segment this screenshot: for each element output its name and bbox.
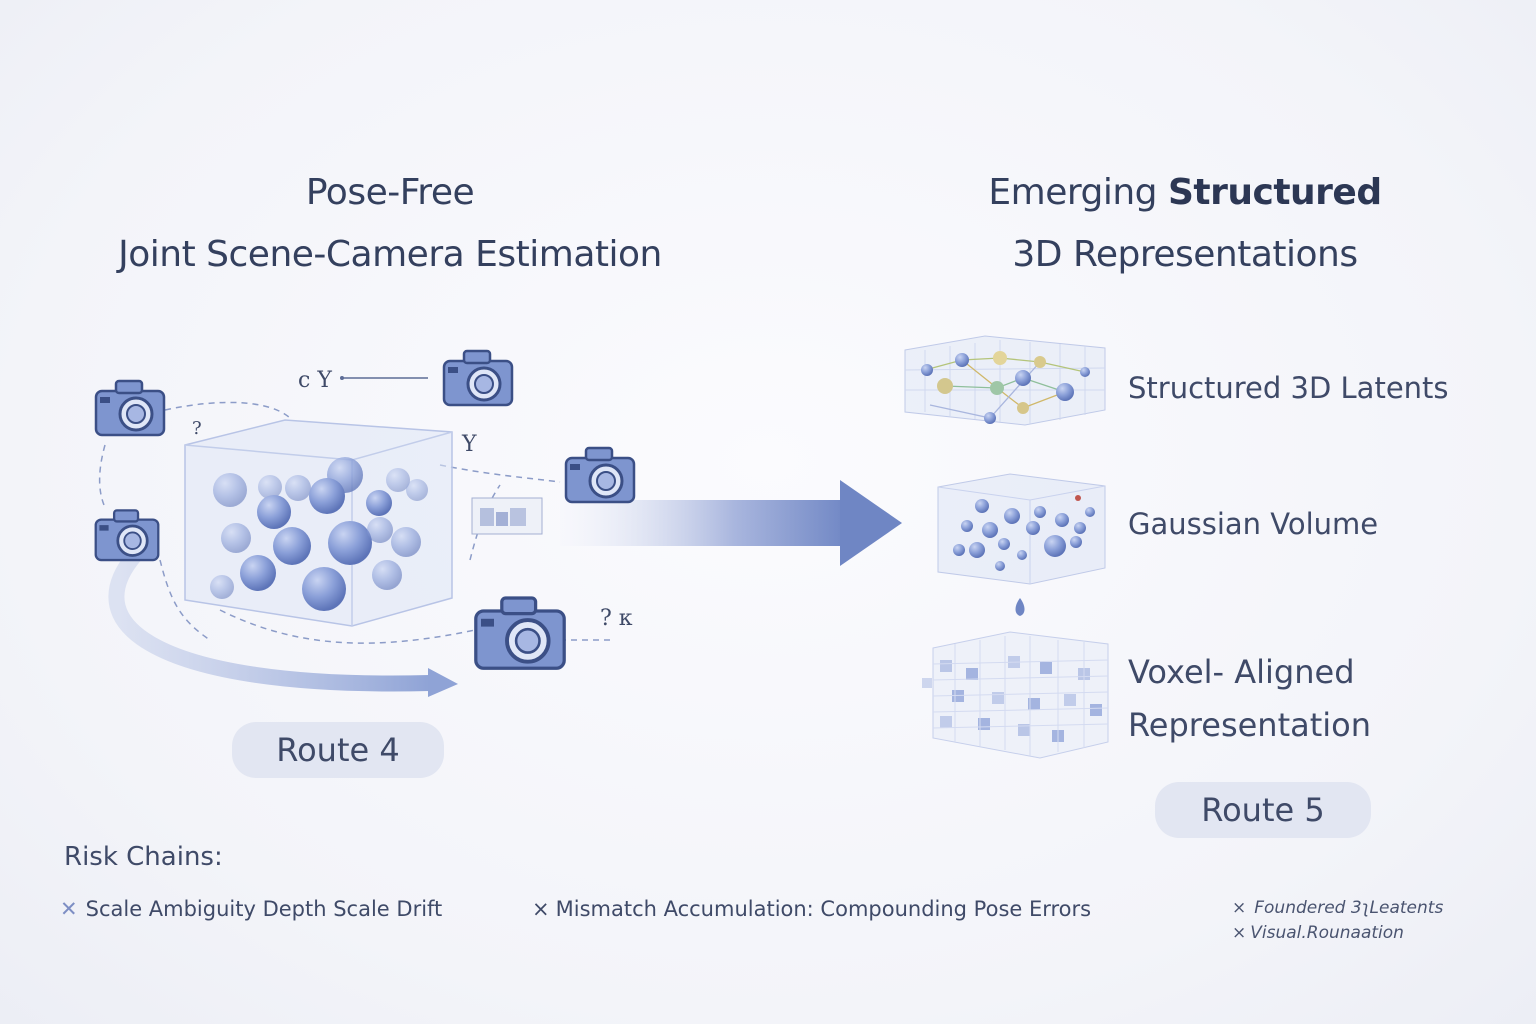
rep-label-voxel: Voxel- Aligned Representation <box>1128 646 1371 752</box>
route-5-pill: Route 5 <box>1155 782 1371 838</box>
camera-icon <box>94 509 160 562</box>
risk-marker-icon: × <box>1232 923 1247 943</box>
minor-risk-item: × Foundered 3ʅLeatents <box>1232 898 1443 918</box>
voxel-grid-icon <box>922 631 1109 759</box>
latent-graph-icon <box>904 335 1106 426</box>
risk-item: ✕ Scale Ambiguity Depth Scale Drift <box>60 897 442 921</box>
right-title-line2: 3D Representations <box>1012 234 1358 275</box>
curved-flow-arrow <box>108 532 438 692</box>
camera-icon <box>442 349 514 407</box>
glyph-question-right: ? κ <box>600 606 633 631</box>
scene-spheres <box>210 457 428 611</box>
rep-label-voxel-line1: Voxel- Aligned <box>1128 653 1355 691</box>
glyph-top: c Y <box>298 368 332 393</box>
glyph-question-left: ? <box>192 418 202 439</box>
minor-risk-text: Foundered 3ʅLeatents <box>1254 898 1444 918</box>
risk-item-text: Scale Ambiguity Depth Scale Drift <box>85 897 443 921</box>
camera-links <box>98 401 615 644</box>
left-title-line2: Joint Scene-Camera Estimation <box>118 234 662 275</box>
rep-label-gaussian: Gaussian Volume <box>1128 507 1379 541</box>
gaussian-volume-icon <box>937 473 1106 616</box>
risk-chains-heading: Risk Chains: <box>64 842 223 872</box>
risk-marker-icon: × <box>532 897 550 921</box>
minor-risk-item: ×Visual.Rounaation <box>1232 923 1404 943</box>
minor-risk-text: Visual.Rounaation <box>1250 923 1404 943</box>
risk-item: ×Mismatch Accumulation: Compounding Pose… <box>532 897 1091 921</box>
right-title-line1: Emerging Structured <box>920 162 1450 224</box>
right-title-regular: Emerging <box>988 172 1158 213</box>
left-title-line1: Pose-Free <box>305 172 475 213</box>
risk-marker-icon: ✕ <box>60 897 78 921</box>
left-panel-title: Pose-Free Joint Scene-Camera Estimation <box>60 162 720 286</box>
right-panel-title: Emerging Structured 3D Representations <box>920 162 1450 286</box>
camera-icon <box>473 596 567 671</box>
right-title-bold: Structured <box>1167 172 1382 213</box>
main-transition-arrow <box>560 480 902 566</box>
risk-item-text: Mismatch Accumulation: Compounding Pose … <box>555 897 1092 921</box>
camera-icon <box>94 379 166 437</box>
rep-label-voxel-line2: Representation <box>1128 706 1372 744</box>
risk-marker-icon: × <box>1232 898 1247 918</box>
camera-icon <box>564 446 636 504</box>
route-4-pill: Route 4 <box>232 722 444 778</box>
glyph-cube-corner: Y <box>462 432 477 457</box>
rep-label-latents: Structured 3D Latents <box>1128 371 1449 405</box>
